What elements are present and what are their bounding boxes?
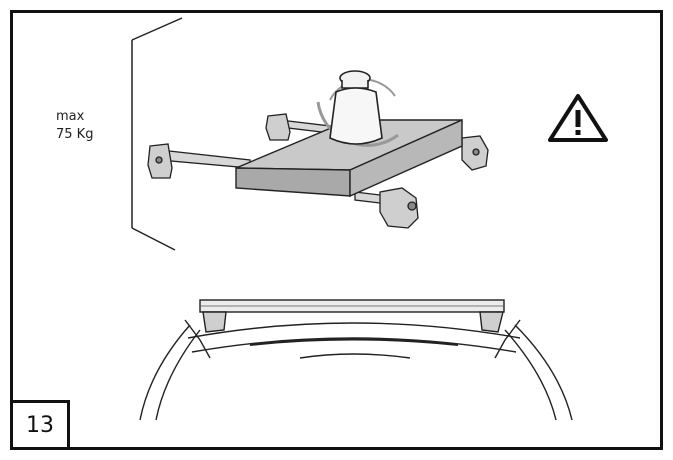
warning-triangle-icon — [548, 94, 608, 142]
step-number-box: 13 — [10, 400, 70, 450]
max-load-label: max 75 Kg — [56, 108, 93, 143]
car-roof-view — [139, 299, 573, 421]
max-label-line2: 75 Kg — [56, 126, 94, 142]
max-label-line1: max — [56, 109, 85, 124]
height-bracket — [131, 17, 183, 251]
load-board — [235, 118, 463, 198]
bar-feet — [147, 113, 489, 229]
weight-icon — [316, 70, 399, 147]
step-number: 13 — [26, 412, 54, 438]
